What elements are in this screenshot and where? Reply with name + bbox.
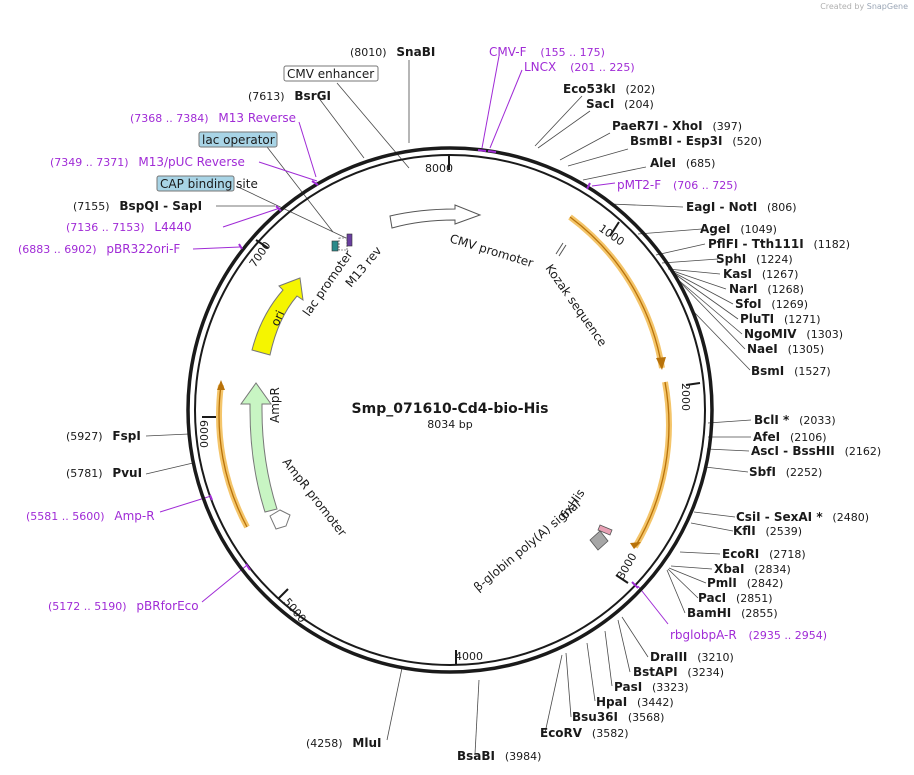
ori-feature-arrow xyxy=(251,277,304,356)
primer-label-group: CMV-F (155 .. 175) LNCX (201 .. 225) pMT… xyxy=(18,45,827,642)
feature-label-cmv-promoter: CMV promoter xyxy=(448,231,535,270)
feature-label-polya: β-globin poly(A) signal xyxy=(471,497,583,594)
feature-label-m13-rev: M13 rev xyxy=(343,244,385,290)
cmv-promoter-arrow xyxy=(389,204,482,229)
feature-label-ampr: AmpR xyxy=(268,387,282,423)
enzyme-pvui: (5781) PvuI xyxy=(66,466,142,480)
enzyme-afei: AfeI (2106) xyxy=(753,430,827,444)
primer-markers xyxy=(209,149,639,589)
enzyme-pmli: PmlI (2842) xyxy=(707,576,783,590)
enzyme-pflfi-tth111i: PflFI - Tth111I (1182) xyxy=(708,237,850,251)
orf-arrowhead-lower xyxy=(630,542,641,549)
boxed-label-cmv-enhancer: CMV enhancer xyxy=(287,67,374,81)
enzyme-pluti: PluTI (1271) xyxy=(740,312,821,326)
enzyme-draiii: DraIII (3210) xyxy=(650,650,734,664)
enzyme-bspqi-sapi: (7155) BspQI - SapI xyxy=(73,199,202,213)
polya-signal-feature xyxy=(589,530,609,551)
enzyme-bamhi: BamHI (2855) xyxy=(687,606,778,620)
enzyme-snabi: (8010) SnaBI xyxy=(350,45,435,59)
boxed-label-lac-operator: lac operator xyxy=(202,133,275,147)
primer-l4440: (7136 .. 7153) L4440 xyxy=(66,220,192,234)
orf-highlight-arc-left xyxy=(216,384,250,529)
enzyme-bsrgi: (7613) BsrGI xyxy=(248,89,331,103)
enzyme-ngomiv: NgoMIV (1303) xyxy=(744,327,843,341)
enzyme-sfoi: SfoI (1269) xyxy=(735,297,808,311)
enzyme-ecorv: EcoRV (3582) xyxy=(540,726,629,740)
kozak-sequence-mark xyxy=(555,242,567,257)
primer-pbrforeco: (5172 .. 5190) pBRforEco xyxy=(48,599,199,613)
enzyme-kasi: KasI (1267) xyxy=(723,267,798,281)
enzyme-bstapi: BstAPI (3234) xyxy=(633,665,724,679)
feature-label-kozak: Kozak sequence xyxy=(543,262,610,349)
enzyme-hpai: HpaI (3442) xyxy=(596,695,674,709)
primer-amp-r: (5581 .. 5600) Amp-R xyxy=(26,509,155,523)
enzyme-alei: AleI (685) xyxy=(650,156,715,170)
backbone-outer xyxy=(186,146,714,674)
tick-marks xyxy=(202,154,701,664)
enzyme-csii-sexai: CsiI - SexAI * (2480) xyxy=(736,510,869,524)
ampr-promoter-arrow xyxy=(269,509,291,530)
tick-label-6000: 6000 xyxy=(197,420,210,448)
enzyme-eco53ki: Eco53kI (202) xyxy=(563,82,655,96)
enzyme-paer7i-xhoi: PaeR7I - XhoI (397) xyxy=(612,119,742,133)
enzyme-agei: AgeI (1049) xyxy=(700,222,777,236)
plasmid-length: 8034 bp xyxy=(427,418,472,431)
ampr-feature-arrow xyxy=(240,382,278,513)
tick-label-3000: 3000 xyxy=(614,551,639,582)
enzyme-xbai: XbaI (2834) xyxy=(714,562,791,576)
enzyme-sbfi: SbfI (2252) xyxy=(749,465,822,479)
enzyme-bsmi: BsmI (1527) xyxy=(751,364,831,378)
orf-arrow-arc-left xyxy=(218,384,248,528)
his-tag-feature xyxy=(597,524,613,536)
tick-label-4000: 4000 xyxy=(455,650,483,663)
primer-pmt2-f: pMT2-F (706 .. 725) xyxy=(617,178,738,192)
orf-arrowhead-right xyxy=(656,357,666,370)
enzyme-naei: NaeI (1305) xyxy=(747,342,824,356)
primer-m13-puc-reverse: (7349 .. 7371) M13/pUC Reverse xyxy=(50,155,245,169)
enzyme-saci: SacI (204) xyxy=(586,97,654,111)
enzyme-bsmbi-esp3i: BsmBI - Esp3I (520) xyxy=(630,134,762,148)
tick-label-7000: 7000 xyxy=(247,239,274,269)
plasmid-name: Smp_071610-Cd4-bio-His xyxy=(352,401,549,417)
boxed-feature-group: CMV enhancer lac operator CAP binding si… xyxy=(156,65,379,192)
feature-label-ampr-promoter: AmpR promoter xyxy=(280,455,350,539)
boxed-label-cap-binding-site: CAP binding site xyxy=(160,177,258,191)
leader-lines xyxy=(145,60,752,755)
tick-label-8000: 8000 xyxy=(425,162,453,175)
feature-label-ori: ori xyxy=(268,308,287,328)
orf-arrow-arc-lower xyxy=(634,381,670,548)
primer-rbglobpa-r: rbglobpA-R (2935 .. 2954) xyxy=(670,628,827,642)
enzyme-fspi: (5927) FspI xyxy=(66,429,141,443)
primer-m13-reverse: (7368 .. 7384) M13 Reverse xyxy=(130,111,296,125)
primer-lncx: LNCX (201 .. 225) xyxy=(524,60,635,74)
enzyme-paci: PacI (2851) xyxy=(698,591,773,605)
orf-highlight-arc-lower xyxy=(632,381,672,549)
enzyme-pasi: PasI (3323) xyxy=(614,680,689,694)
orf-arrowhead-left xyxy=(217,380,225,390)
snapgene-credit: Created by SnapGene xyxy=(820,2,908,11)
enzyme-bsabi: BsaBI (3984) xyxy=(457,749,541,763)
enzyme-kfli: KflI (2539) xyxy=(733,524,802,538)
enzyme-ecori: EcoRI (2718) xyxy=(722,547,806,561)
enzyme-nari: NarI (1268) xyxy=(729,282,804,296)
primer-cmv-f: CMV-F (155 .. 175) xyxy=(489,45,605,59)
enzyme-mlui: (4258) MluI xyxy=(306,736,381,750)
orf-arrow-arc-right xyxy=(569,216,663,369)
lac-promoter-features xyxy=(331,233,353,252)
enzyme-bsu36i: Bsu36I (3568) xyxy=(572,710,664,724)
primer-pbr322ori-f: (6883 .. 6902) pBR322ori-F xyxy=(18,242,180,256)
enzyme-label-group: (8010) SnaBI Eco53kI (202) SacI (204) Pa… xyxy=(66,45,881,763)
enzyme-eagi-noti: EagI - NotI (806) xyxy=(686,200,797,214)
enzyme-asci-bsshii: AscI - BssHII (2162) xyxy=(751,444,881,458)
enzyme-bcli: BclI * (2033) xyxy=(754,413,836,427)
enzyme-sphi: SphI (1224) xyxy=(716,252,793,266)
tick-label-2000: 2000 xyxy=(679,383,692,411)
